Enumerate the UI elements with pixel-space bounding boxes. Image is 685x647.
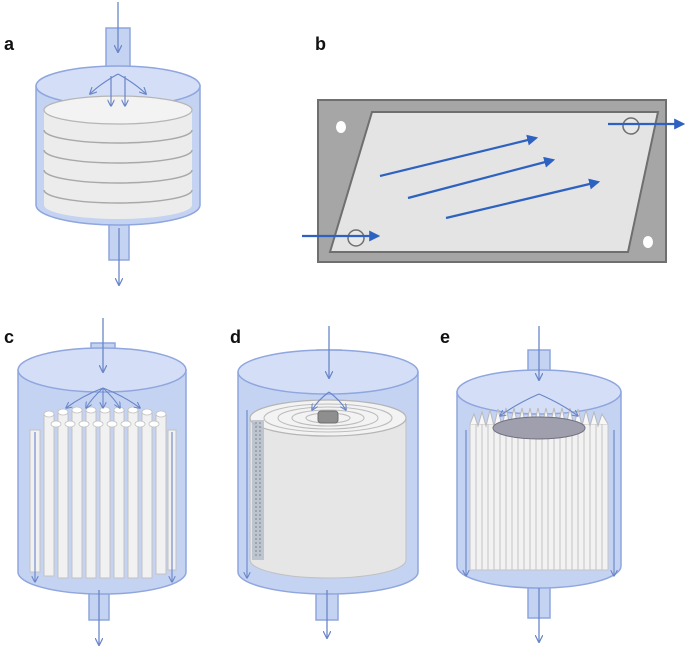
panel-label-a: a — [4, 34, 15, 54]
panel-label-e: e — [440, 327, 451, 347]
panel-label-d: d — [230, 327, 241, 347]
stacked-disc-filter — [35, 2, 201, 285]
hollow-fiber-filter — [17, 318, 187, 645]
pleated-media — [469, 407, 609, 571]
panel-label-c: c — [4, 327, 15, 347]
plate-and-frame-filter — [302, 99, 685, 263]
panel-label-b: b — [315, 34, 326, 54]
pleated-cartridge-filter — [456, 326, 622, 642]
spiral-wound-filter — [237, 326, 419, 638]
